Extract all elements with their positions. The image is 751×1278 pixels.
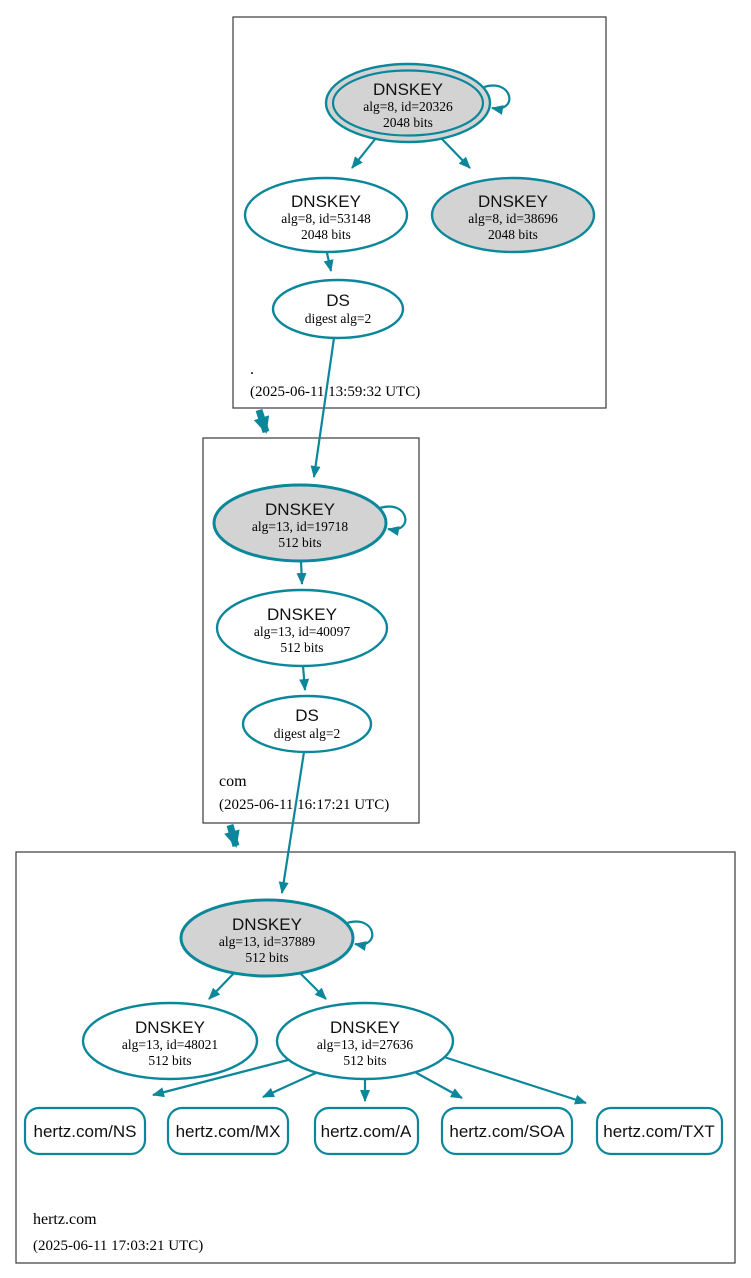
- edge-com-zsk-to-ds: [299, 665, 310, 691]
- dnskey-40097-title: DNSKEY: [267, 605, 337, 624]
- edge-hertz-zsk2-to-mx: [262, 1070, 319, 1099]
- zone-timestamp-com: (2025-06-11 16:17:21 UTC): [219, 797, 389, 813]
- node-ds-com: DS digest alg=2: [241, 694, 373, 754]
- dnskey-37889-attr: alg=13, id=37889: [219, 934, 315, 949]
- dnskey-48021-title: DNSKEY: [135, 1018, 205, 1037]
- dnskey-53148-ellipse: [243, 176, 409, 254]
- rrset-mx-label: hertz.com/MX: [176, 1122, 281, 1141]
- ds-com-title: DS: [295, 706, 319, 725]
- dnskey-20326-attr: alg=8, id=20326: [363, 99, 453, 114]
- dnskey-20326-outer-ellipse: [324, 62, 492, 144]
- rrset-hertz-com-soa: hertz.com/SOA: [440, 1106, 574, 1156]
- dnskey-27636-attr: alg=13, id=27636: [317, 1037, 413, 1052]
- zone-timestamp-hertz-com: (2025-06-11 17:03:21 UTC): [33, 1238, 203, 1254]
- dnskey-19718-bits: 512 bits: [278, 535, 321, 550]
- node-dnskey-20326-ksk: DNSKEY alg=8, id=20326 2048 bits: [324, 62, 492, 144]
- rrset-hertz-com-a: hertz.com/A: [313, 1106, 420, 1156]
- dnskey-37889-bits: 512 bits: [245, 950, 288, 965]
- dnskey-48021-ellipse: [81, 1001, 259, 1081]
- node-ds-root: DS digest alg=2: [271, 278, 405, 340]
- node-dnskey-40097-zsk: DNSKEY alg=13, id=40097 512 bits: [215, 588, 389, 668]
- rrset-hertz-com-txt: hertz.com/TXT: [595, 1106, 724, 1156]
- rrset-a-box: [313, 1106, 420, 1156]
- dnskey-20326-bits: 2048 bits: [383, 115, 433, 130]
- dnskey-38696-bits: 2048 bits: [488, 227, 538, 242]
- node-dnskey-48021-zsk: DNSKEY alg=13, id=48021 512 bits: [81, 1001, 259, 1081]
- edge-root-ksk-to-zsk: [351, 137, 377, 169]
- edge-root-ksk-self-sign: [483, 84, 511, 115]
- dnskey-20326-inner-ellipse: [331, 69, 485, 137]
- edge-root-zsk-to-ds: [323, 252, 334, 272]
- rrset-txt-label: hertz.com/TXT: [603, 1122, 714, 1141]
- edge-com-ksk-self-sign: [379, 505, 407, 536]
- edge-com-ds-to-hertz-ksk: [278, 751, 306, 894]
- zone-timestamp-root: (2025-06-11 13:59:32 UTC): [250, 384, 420, 400]
- ds-root-ellipse: [271, 278, 405, 340]
- node-dnskey-53148-zsk: DNSKEY alg=8, id=53148 2048 bits: [243, 176, 409, 254]
- ds-root-title: DS: [326, 291, 350, 310]
- node-dnskey-38696-standby: DNSKEY alg=8, id=38696 2048 bits: [430, 176, 596, 254]
- node-dnskey-19718-ksk: DNSKEY alg=13, id=19718 512 bits: [212, 483, 388, 563]
- edge-hertz-zsk2-to-ns: [152, 1058, 289, 1098]
- rrset-txt-box: [595, 1106, 724, 1156]
- edge-hertz-zsk2-to-txt: [443, 1055, 587, 1105]
- dnskey-27636-ellipse: [275, 1001, 455, 1081]
- dnskey-48021-bits: 512 bits: [148, 1053, 191, 1068]
- ds-com-attr: digest alg=2: [274, 726, 340, 741]
- dnskey-48021-attr: alg=13, id=48021: [122, 1037, 218, 1052]
- dnskey-38696-attr: alg=8, id=38696: [468, 211, 558, 226]
- dnskey-38696-title: DNSKEY: [478, 192, 548, 211]
- rrset-hertz-com-ns: hertz.com/NS: [23, 1106, 147, 1156]
- edge-hertz-ksk-to-zsk1: [208, 970, 237, 1000]
- dnskey-53148-bits: 2048 bits: [301, 227, 351, 242]
- edge-delegation-root-to-com: [253, 408, 270, 434]
- rrset-a-label: hertz.com/A: [321, 1122, 412, 1141]
- dnskey-40097-attr: alg=13, id=40097: [254, 624, 350, 639]
- zone-label-root: .: [250, 361, 254, 378]
- dnskey-53148-title: DNSKEY: [291, 192, 361, 211]
- dnskey-37889-ellipse: [179, 898, 355, 978]
- edge-root-ds-to-com-ksk: [310, 337, 336, 478]
- ds-com-ellipse: [241, 694, 373, 754]
- dnskey-40097-bits: 512 bits: [280, 640, 323, 655]
- edge-delegation-com-to-hertz: [224, 824, 240, 848]
- dnskey-19718-title: DNSKEY: [265, 500, 335, 519]
- node-dnskey-37889-ksk: DNSKEY alg=13, id=37889 512 bits: [179, 898, 355, 978]
- edge-hertz-ksk-to-zsk2: [297, 970, 327, 1000]
- rrset-hertz-com-mx: hertz.com/MX: [166, 1106, 290, 1156]
- rrset-ns-label: hertz.com/NS: [34, 1122, 137, 1141]
- rrset-soa-label: hertz.com/SOA: [449, 1122, 565, 1141]
- rrset-ns-box: [23, 1106, 147, 1156]
- dnskey-53148-attr: alg=8, id=53148: [281, 211, 371, 226]
- dnskey-38696-ellipse: [430, 176, 596, 254]
- dnskey-37889-title: DNSKEY: [232, 915, 302, 934]
- dnskey-20326-title: DNSKEY: [373, 80, 443, 99]
- zone-label-com: com: [219, 773, 247, 790]
- node-dnskey-27636-zsk: DNSKEY alg=13, id=27636 512 bits: [275, 1001, 455, 1081]
- edge-hertz-ksk-self-sign: [346, 920, 374, 951]
- dnskey-40097-ellipse: [215, 588, 389, 668]
- dnskey-27636-bits: 512 bits: [343, 1053, 386, 1068]
- edge-com-ksk-to-zsk: [296, 560, 307, 585]
- rrset-soa-box: [440, 1106, 574, 1156]
- rrset-mx-box: [166, 1106, 290, 1156]
- dnskey-27636-title: DNSKEY: [330, 1018, 400, 1037]
- zone-label-hertz-com: hertz.com: [33, 1211, 97, 1228]
- ds-root-attr: digest alg=2: [305, 311, 371, 326]
- edge-hertz-zsk2-to-soa: [412, 1070, 463, 1099]
- edge-root-ksk-to-standby: [440, 137, 471, 169]
- dnskey-19718-attr: alg=13, id=19718: [252, 519, 348, 534]
- dnskey-19718-ellipse: [212, 483, 388, 563]
